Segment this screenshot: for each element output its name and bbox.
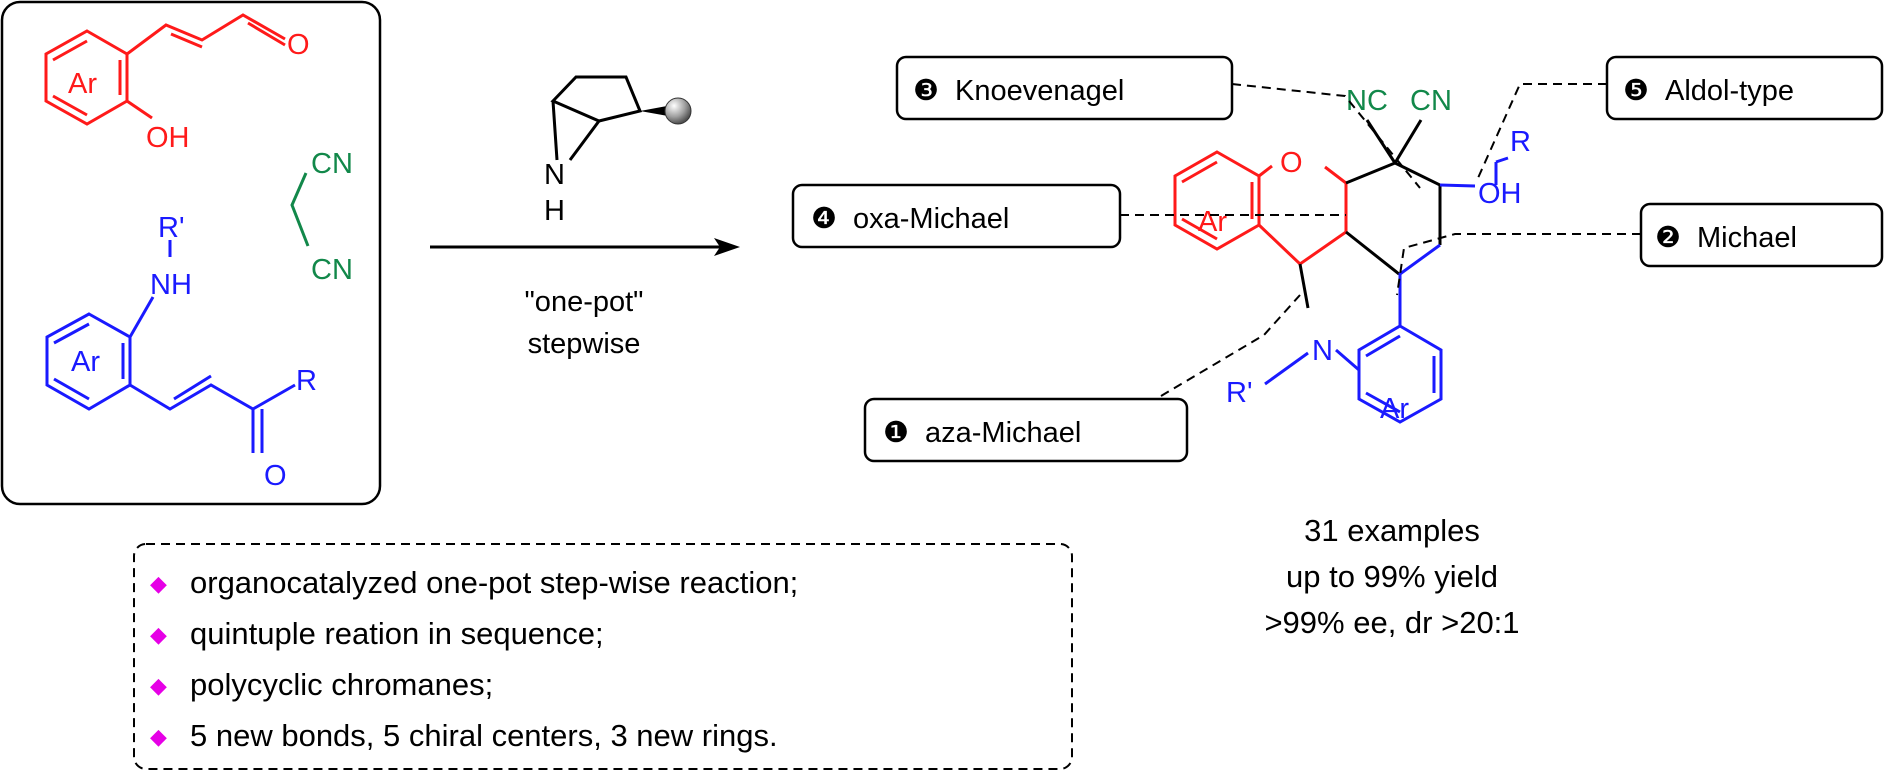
results-summary: 31 examples up to 99% yield >99% ee, dr … xyxy=(1264,513,1519,640)
pyrrolidine-n-bonds xyxy=(551,100,601,161)
product-r-bond xyxy=(1495,156,1509,164)
malononitrile-nitrile-bottom: CN xyxy=(311,254,353,286)
product-bottom-aromatic-ring xyxy=(1357,324,1443,424)
highlight-bullet: ◆ xyxy=(150,724,167,749)
product-n-substituent-label: R' xyxy=(1226,377,1252,409)
product-n-aryl-bond xyxy=(1335,348,1360,372)
product-top-ring-label: Ar xyxy=(1198,206,1227,238)
enone-reactant xyxy=(45,240,296,453)
product-n-substituent-bond xyxy=(1264,351,1309,386)
product-cyclohexane-bonds xyxy=(1398,162,1498,326)
pyrrolidine-ring xyxy=(550,75,643,123)
highlight-item: ◆ organocatalyzed one-pot step-wise reac… xyxy=(150,565,798,600)
aldehyde-oh-bond xyxy=(126,99,153,120)
enone-benzene-ring xyxy=(45,312,132,411)
product-cn-right-label: CN xyxy=(1410,85,1452,117)
product-oh-label: OH xyxy=(1478,178,1522,210)
product-top-ring-inner-bonds xyxy=(1181,160,1254,241)
conditions-line-1: "one-pot" xyxy=(525,286,644,318)
reaction-arrow xyxy=(430,238,740,256)
step-callout-aldol-type: ❺ Aldol-type xyxy=(1605,55,1884,121)
step-callout-michael: ❷ Michael xyxy=(1639,202,1884,268)
enone-carbonyl-bond xyxy=(251,409,264,453)
highlight-bullet: ◆ xyxy=(150,622,167,647)
results-line-1: 31 examples xyxy=(1304,513,1480,548)
step-label: oxa-Michael xyxy=(853,203,1009,235)
reactants-frame xyxy=(0,0,382,506)
highlight-bullet: ◆ xyxy=(150,571,167,596)
highlight-text: organocatalyzed one-pot step-wise reacti… xyxy=(190,565,798,600)
enone-amine-label: NH xyxy=(150,269,192,301)
highlight-bullet: ◆ xyxy=(150,673,167,698)
enone-ring-inner-bonds xyxy=(53,322,125,401)
nh-label-backdrop xyxy=(542,160,570,206)
enone-carbonyl-label: O xyxy=(264,460,287,492)
catalyst-n-label: N xyxy=(544,159,565,191)
aldehyde-ring-label: Ar xyxy=(68,68,97,100)
step-label: Aldol-type xyxy=(1665,75,1794,107)
step-callout-oxa-michael: ❹ oxa-Michael xyxy=(791,183,1122,249)
leader-knoevenagel xyxy=(1231,83,1421,189)
step-label: aza-Michael xyxy=(925,417,1081,449)
product-r-label: R xyxy=(1510,126,1531,158)
enone-substituent-label: R' xyxy=(158,212,184,244)
enone-chain xyxy=(129,383,296,411)
leader-michael xyxy=(1396,233,1641,296)
highlight-item: ◆ quintuple reation in sequence; xyxy=(150,616,604,651)
product-bottom-ring-inner-bonds xyxy=(1365,334,1436,414)
results-line-3: >99% ee, dr >20:1 xyxy=(1264,605,1519,640)
aldehyde-chain xyxy=(126,13,286,56)
aldehyde-carbonyl-label: O xyxy=(287,29,310,61)
enone-r-label: R xyxy=(296,365,317,397)
product-bottom-ring-label: Ar xyxy=(1380,393,1409,425)
step-label: Michael xyxy=(1697,222,1797,254)
enone-nh-ring-bond xyxy=(128,296,155,338)
leader-aza-michael xyxy=(1160,294,1301,397)
product: Ar O N R' Ar NC CN R OH xyxy=(1173,85,1531,425)
product-oxygen-label: O xyxy=(1280,147,1303,179)
step-leader-lines xyxy=(1120,83,1641,397)
conditions-line-2: stepwise xyxy=(528,328,641,360)
aldehyde-carbonyl-double-bond xyxy=(247,21,286,47)
malononitrile-bonds xyxy=(290,172,310,247)
enone-ring-label: Ar xyxy=(71,346,100,378)
reactants-panel: Ar OH O CN CN R' NH Ar R O xyxy=(0,0,382,506)
step-number: ❷ xyxy=(1655,222,1681,254)
highlight-text: quintuple reation in sequence; xyxy=(190,616,604,651)
step-number: ❹ xyxy=(811,203,837,235)
step-number: ❶ xyxy=(883,417,909,449)
step-number: ❸ xyxy=(913,75,939,107)
enone-chain-double-bond xyxy=(173,374,212,401)
highlight-item: ◆ polycyclic chromanes; xyxy=(150,667,493,702)
product-nitrogen-label: N xyxy=(1312,335,1333,367)
step-label: Knoevenagel xyxy=(955,75,1124,107)
highlight-text: polycyclic chromanes; xyxy=(190,667,493,702)
results-line-2: up to 99% yield xyxy=(1286,559,1498,594)
aldehyde-ring-inner-bonds xyxy=(52,39,122,117)
polymer-support-sphere xyxy=(664,97,692,125)
step-callout-knoevenagel: ❸ Knoevenagel xyxy=(895,55,1234,121)
aldehyde-hydroxyl-label: OH xyxy=(146,122,190,154)
step-number: ❺ xyxy=(1623,75,1649,107)
highlight-text: 5 new bonds, 5 chiral centers, 3 new rin… xyxy=(190,718,778,753)
highlights-frame xyxy=(133,543,1073,770)
highlights-panel: ◆ organocatalyzed one-pot step-wise reac… xyxy=(133,543,1073,770)
aldehyde-chain-double-bond xyxy=(170,32,203,49)
stereo-wedge-bond xyxy=(640,106,668,116)
product-quinoline-part xyxy=(1264,156,1509,424)
step-callout-aza-michael: ❶ aza-Michael xyxy=(863,397,1189,463)
catalyst-h-label: H xyxy=(544,195,565,227)
aldehyde-reactant xyxy=(44,13,286,126)
malononitrile-nitrile-top: CN xyxy=(311,148,353,180)
leader-aldol-type xyxy=(1477,83,1607,179)
malononitrile-reactant xyxy=(290,172,310,247)
product-cn-left-label: NC xyxy=(1346,85,1388,117)
catalyst: N H xyxy=(542,75,692,227)
highlight-item: ◆ 5 new bonds, 5 chiral centers, 3 new r… xyxy=(150,718,778,753)
